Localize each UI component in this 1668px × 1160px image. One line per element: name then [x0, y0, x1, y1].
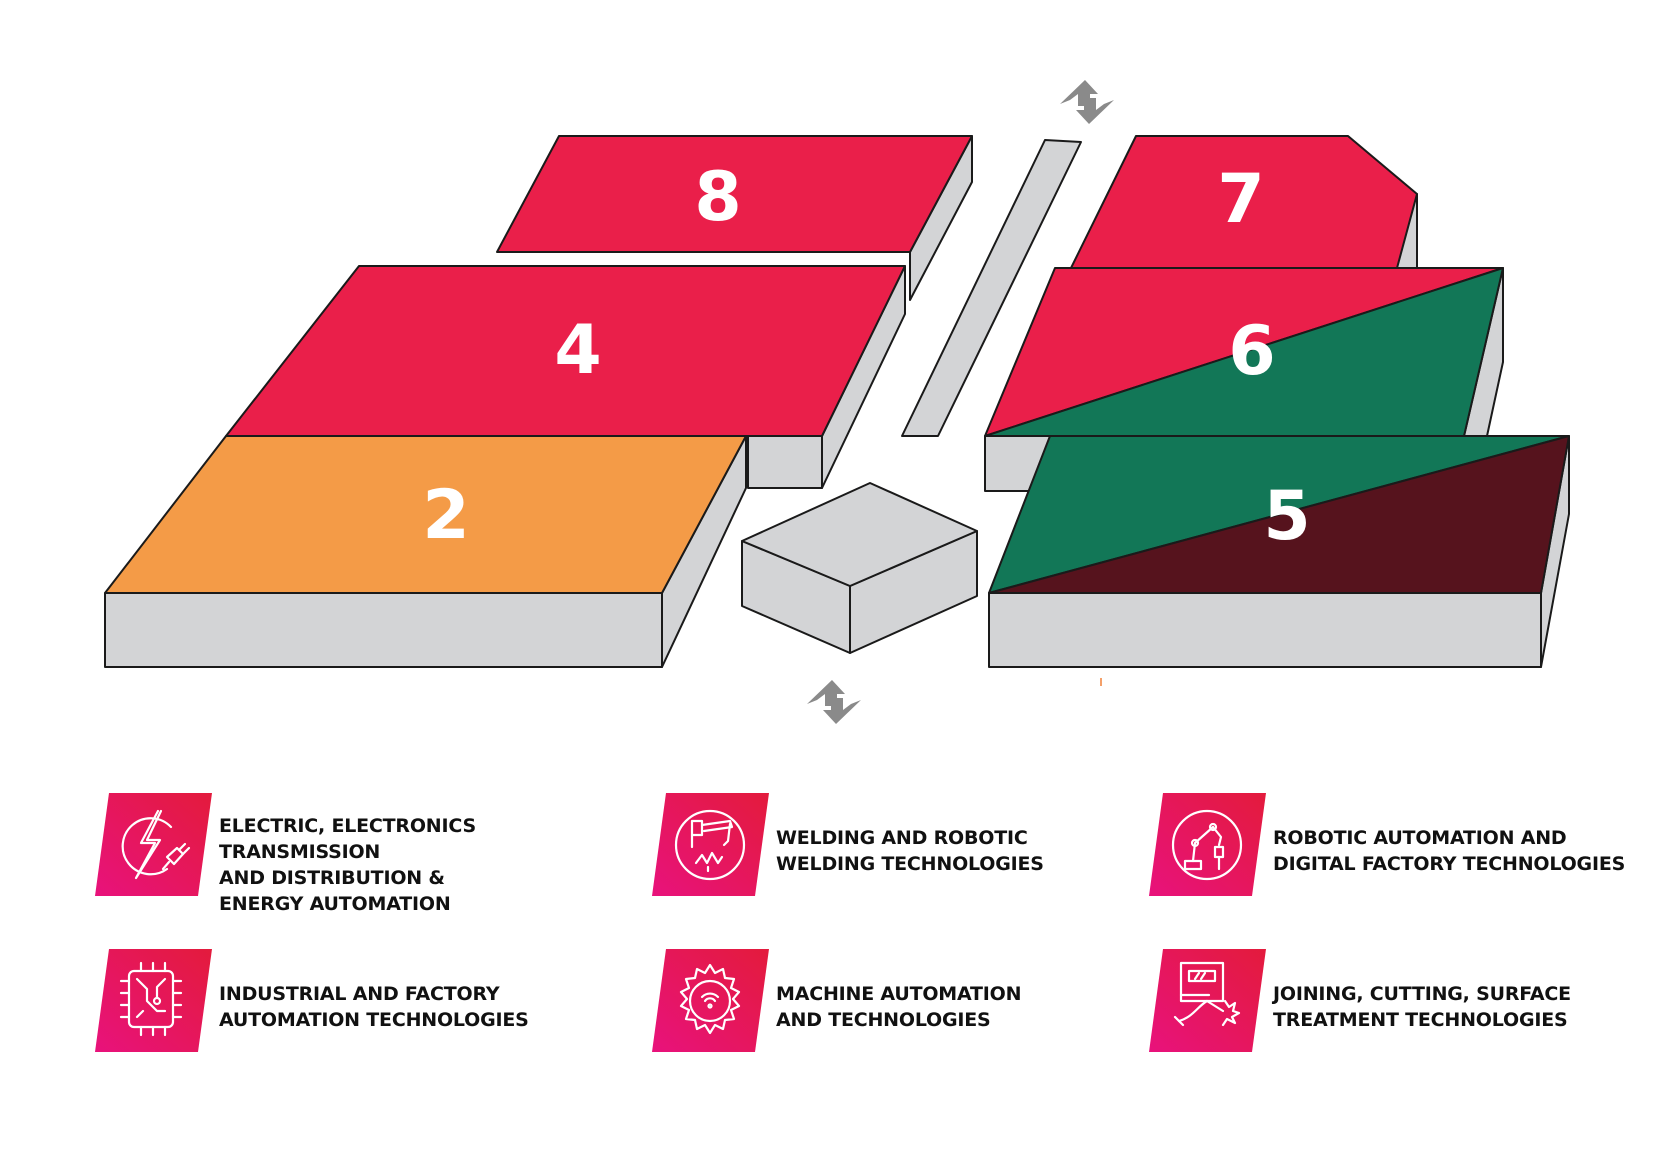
legend-label: MACHINE AUTOMATION AND TECHNOLOGIES	[776, 983, 1022, 1031]
welding-robot-icon	[652, 793, 769, 896]
transfer-arrows-icon	[807, 680, 861, 724]
transfer-arrows-icon	[1060, 80, 1114, 124]
legend-label: INDUSTRIAL AND FACTORY AUTOMATION TECHNO…	[219, 983, 529, 1031]
hall-5-label: 5	[1263, 477, 1310, 556]
hall-4-label: 4	[554, 311, 601, 390]
hall-6-label: 6	[1228, 312, 1275, 391]
gear-icon	[652, 949, 769, 1052]
hall-8-label: 8	[694, 158, 741, 237]
legend-label: ELECTRIC, ELECTRONICS TRANSMISSION AND D…	[219, 815, 476, 915]
hall-8[interactable]: 8	[496, 135, 973, 301]
electric-plug-icon	[95, 793, 212, 896]
central-building	[741, 482, 978, 654]
corridor-walkway	[901, 139, 1082, 437]
hall-7[interactable]: 7	[1070, 135, 1418, 269]
hall-4[interactable]: 4	[225, 265, 906, 489]
hall-7-label: 7	[1217, 160, 1264, 239]
legend-label: WELDING AND ROBOTIC WELDING TECHNOLOGIES	[776, 827, 1044, 875]
hall-6[interactable]: 6	[984, 267, 1504, 492]
circuit-chip-icon	[95, 949, 212, 1052]
cutting-machine-icon	[1149, 949, 1266, 1052]
map-marker	[1100, 678, 1102, 686]
hall-5[interactable]: 5	[988, 435, 1570, 668]
robotic-arm-icon	[1149, 793, 1266, 896]
hall-2[interactable]: 2	[104, 435, 747, 668]
hall-2-label: 2	[422, 476, 469, 555]
legend-label: JOINING, CUTTING, SURFACE TREATMENT TECH…	[1273, 983, 1571, 1031]
legend-label: ROBOTIC AUTOMATION AND DIGITAL FACTORY T…	[1273, 827, 1626, 875]
